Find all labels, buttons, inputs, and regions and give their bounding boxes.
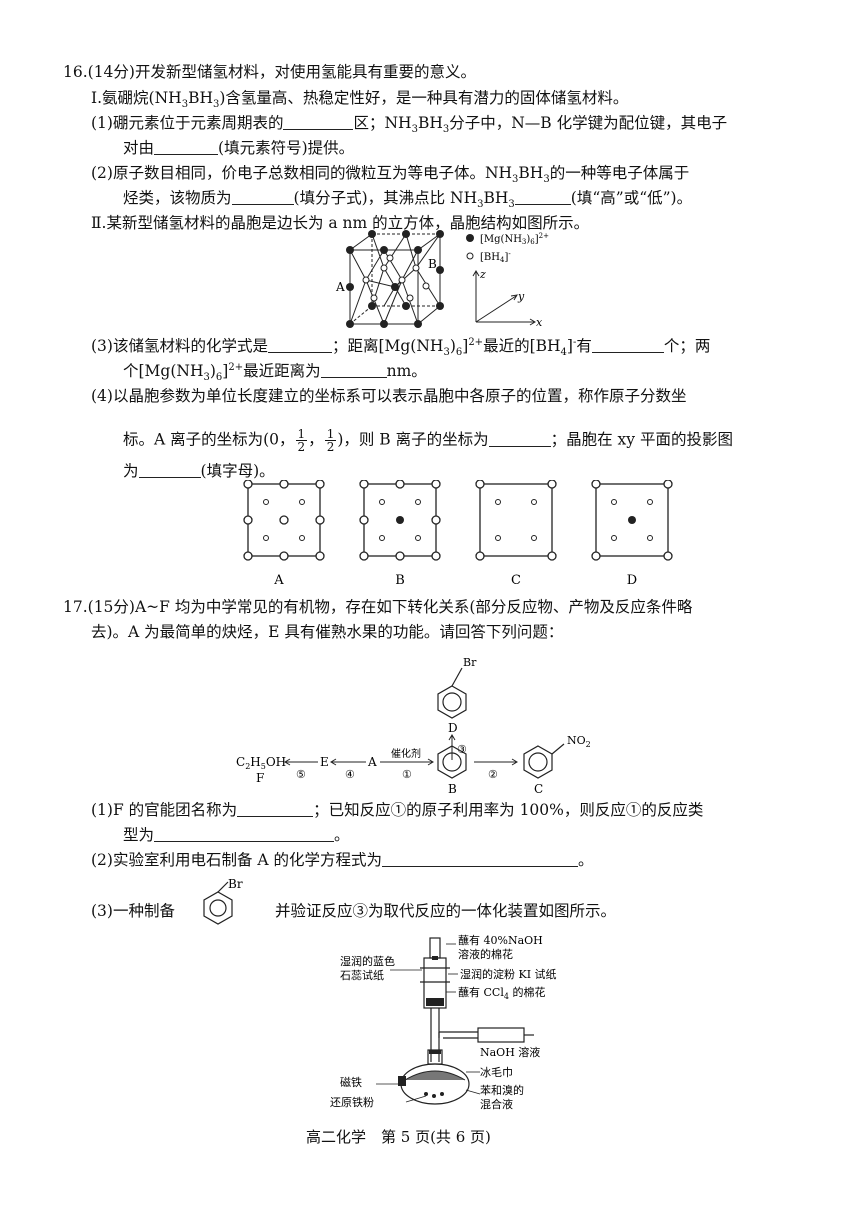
label-iron-powder: 还原铁粉 (330, 1096, 374, 1109)
label-magnet: 磁铁 (340, 1076, 362, 1089)
q17-sub2: (2)实验室利用电石制备 A 的化学方程式为。 (91, 850, 594, 869)
inline-bromobenzene: Br (203, 878, 243, 925)
answer-blank[interactable] (154, 138, 219, 155)
q16-sub3-line1: (3)该储氢材料的化学式是；距离[Mg(NH3)6]2+最近的[BH4]-有个；… (91, 336, 711, 359)
answer-blank[interactable] (514, 188, 571, 205)
answer-blank[interactable] (488, 430, 551, 447)
e-label: E (320, 755, 329, 769)
option-b-diagram (359, 480, 441, 561)
q17-header-line2: 去)。A 为最简单的炔烃，E 具有催熟水果的功能。请回答下列问题： (91, 623, 564, 641)
bromobenzene-structure (437, 667, 467, 719)
benzene-structure (437, 745, 467, 779)
label-naoh-solution: NaOH 溶液 (480, 1045, 540, 1059)
answer-blank[interactable] (138, 461, 201, 478)
option-c-label: C (511, 573, 521, 588)
reaction-3-label: ③ (457, 743, 467, 756)
answer-blank[interactable] (320, 361, 387, 378)
legend-bh4-marker (466, 252, 474, 260)
q17-sub3-a: (3)一种制备 (91, 902, 175, 920)
q17-sub1-line2: 型为。 (123, 825, 350, 844)
reaction-scheme: Br D ③ B NO2 C ② 催化剂 ① A ④ E ⑤ C2H5OH F (236, 656, 591, 796)
f-formula: C2H5OH (236, 755, 286, 771)
label-naoh-cotton-2: 溶液的棉花 (458, 947, 513, 961)
q17-sub3-b: 并验证反应③为取代反应的一体化装置如图所示。 (275, 902, 617, 920)
a-label: A (367, 755, 377, 769)
q16-sub1-line1: (1)硼元素位于元素周期表的区；NH3BH3分子中，N—B 化学键为配位键，其电… (91, 113, 728, 136)
f-label: F (256, 771, 264, 785)
catalyst-label: 催化剂 (391, 747, 421, 760)
label-ice-towel: 冰毛巾 (480, 1065, 513, 1079)
label-b: B (428, 257, 437, 271)
br-label: Br (463, 656, 477, 669)
axis-z-label: z (479, 268, 486, 281)
page-footer: 高二化学 第 5 页(共 6 页) (306, 1128, 491, 1146)
q16-header: 16.(14分)开发新型储氢材料，对使用氢能具有重要的意义。 (63, 63, 476, 81)
answer-blank[interactable] (267, 336, 332, 353)
axis-y-label: y (517, 290, 525, 303)
c-label: C (534, 782, 543, 796)
q17-header-line1: 17.(15分)A~F 均为中学常见的有机物，存在如下转化关系(部分反应物、产物… (63, 598, 693, 616)
q16-sub2-line1: (2)原子数目相同，价电子总数相同的微粒互为等电子体。NH3BH3的一种等电子体… (91, 164, 690, 186)
q16-sub1-line2: 对由(填元素符号)提供。 (123, 138, 355, 157)
reaction-4-label: ④ (345, 768, 355, 781)
answer-blank[interactable] (154, 825, 335, 842)
answer-blank[interactable] (591, 336, 664, 353)
b-label: B (448, 782, 457, 796)
no2-label: NO2 (567, 734, 591, 749)
option-a-label: A (273, 573, 284, 588)
label-naoh-cotton-1: 蘸有 40%NaOH (458, 933, 543, 947)
legend-mg-label: [Mg(NH3)6]2+ (480, 232, 549, 246)
legend-bh4-label: [BH4]- (480, 250, 511, 264)
apparatus-figure: 蘸有 40%NaOH 溶液的棉花 湿润的蓝色 石蕊试纸 湿润的淀粉 KI 试纸 … (330, 933, 557, 1110)
axis-x-label: x (536, 316, 543, 329)
answer-blank[interactable] (231, 188, 294, 205)
crystal-cell-figure: B A [Mg(NH3)6]2+ [BH4]- z y x (335, 230, 549, 329)
projection-options: A B C D (243, 480, 673, 588)
q16-part2: Ⅱ.某新型储氢材料的晶胞是边长为 a nm 的立方体，晶胞结构如图所示。 (91, 214, 590, 232)
legend-mg-marker (466, 234, 474, 242)
option-d-label: D (627, 573, 637, 588)
label-a: A (335, 280, 345, 294)
d-label: D (448, 721, 458, 735)
label-litmus-1: 湿润的蓝色 (340, 954, 395, 968)
answer-blank[interactable] (382, 850, 579, 867)
option-b-label: B (395, 573, 405, 588)
nitrobenzene-structure (523, 743, 565, 779)
q16-sub2-line2: 烃类，该物质为(填分子式)，其沸点比 NH3BH3(填“高”或“低”)。 (123, 188, 693, 211)
option-c-diagram (475, 480, 557, 561)
answer-blank[interactable] (237, 800, 314, 817)
label-mixture-2: 混合液 (480, 1097, 513, 1110)
option-a-diagram (243, 480, 325, 561)
answer-blank[interactable] (283, 113, 354, 130)
label-litmus-2: 石蕊试纸 (340, 969, 384, 982)
inline-br-label: Br (228, 878, 243, 891)
label-ccl4-cotton: 蘸有 CCl4 的棉花 (458, 985, 545, 1001)
q16-part1: Ⅰ.氨硼烷(NH3BH3)含氢量高、热稳定性好，是一种具有潜力的固体储氢材料。 (91, 89, 629, 111)
reaction-2-label: ② (488, 768, 498, 781)
q17-sub1-line1: (1)F 的官能团名称为；已知反应①的原子利用率为 100%，则反应①的反应类 (91, 800, 704, 819)
q16-sub4-line1: (4)以晶胞参数为单位长度建立的坐标系可以表示晶胞中各原子的位置，称作原子分数坐 (91, 387, 687, 405)
q16-sub4-line3: 为(填字母)。 (123, 461, 275, 480)
option-d-diagram (591, 480, 673, 561)
reaction-5-label: ⑤ (296, 768, 306, 781)
reaction-1-label: ① (402, 768, 412, 781)
label-ki-paper: 湿润的淀粉 KI 试纸 (460, 967, 557, 981)
label-mixture-1: 苯和溴的 (480, 1083, 524, 1097)
